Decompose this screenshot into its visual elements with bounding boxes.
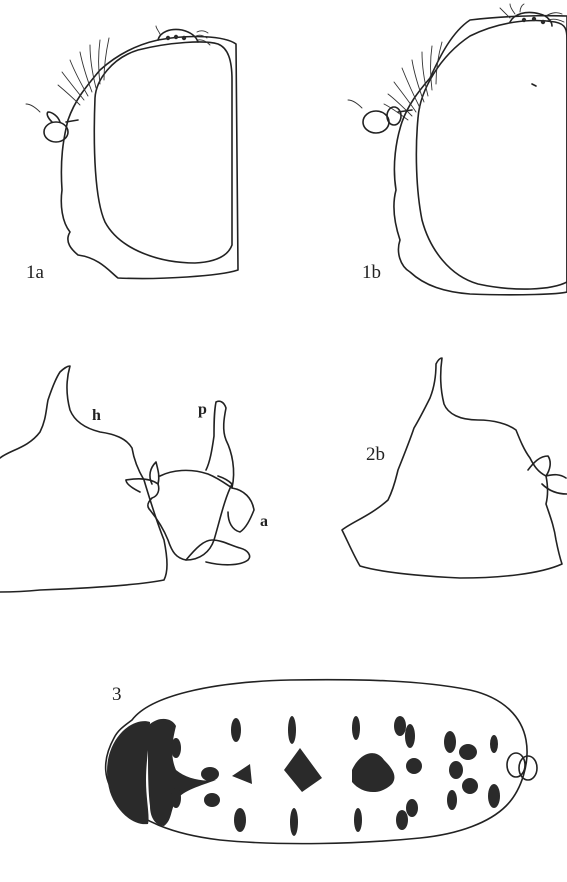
figure-3-body-dorsal: 3 (106, 680, 537, 844)
figure-1a-head-profile: 1a (26, 26, 238, 283)
figure-2b-genitalia: 2b (342, 358, 567, 578)
label-p: p (198, 401, 207, 418)
figure-2b-label: 2b (366, 444, 385, 465)
frontal-bristles-1b (384, 42, 442, 120)
pigment-spots (107, 716, 500, 836)
label-h: h (92, 407, 101, 424)
figure-1a-label: 1a (26, 262, 45, 283)
figure-2a-genitalia: h p a (0, 366, 268, 592)
antenna-1b (348, 100, 412, 133)
frontal-bristles-1a (58, 38, 109, 105)
antenna-1a (26, 104, 78, 142)
figure-1b-head-profile: 1b (348, 4, 567, 295)
label-a: a (260, 513, 268, 530)
body-head-end (507, 753, 537, 780)
figure-3-label: 3 (112, 684, 122, 705)
figure-1b-label: 1b (362, 262, 381, 283)
